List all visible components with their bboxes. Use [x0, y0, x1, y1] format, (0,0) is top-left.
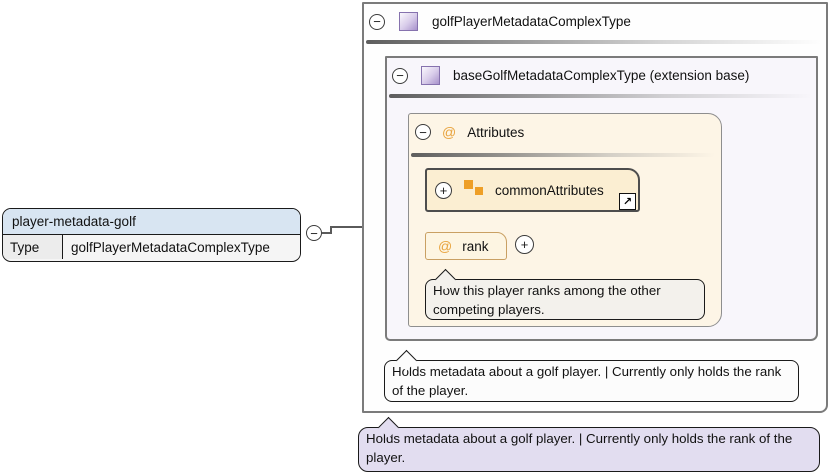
divider — [389, 94, 812, 98]
complextype-icon — [399, 12, 418, 31]
type-value: golfPlayerMetadataComplexType — [63, 235, 300, 259]
element-box-player-metadata-golf[interactable]: player-metadata-golf Type golfPlayerMeta… — [2, 208, 301, 262]
divider — [366, 40, 822, 44]
collapse-toggle-base-type[interactable]: − — [392, 67, 408, 84]
base-type-header: − baseGolfMetadataComplexType (extension… — [387, 58, 816, 85]
type-label: Type — [3, 235, 63, 259]
attribute-at-icon: @ — [442, 124, 457, 140]
rank-attribute-box[interactable]: @ rank — [425, 232, 507, 260]
goto-definition-icon[interactable]: ↗ — [619, 193, 636, 210]
base-type-annotation-callout: Holds metadata about a golf player. | Cu… — [384, 349, 799, 402]
attributes-box: − @ Attributes + commonAttributes ↗ @ — [408, 113, 722, 327]
element-name: player-metadata-golf — [3, 209, 300, 235]
outer-type-annotation-callout: Holds metadata about a golf player. | Cu… — [358, 416, 820, 472]
expand-toggle-rank[interactable]: + — [515, 235, 534, 254]
divider — [411, 153, 715, 157]
outer-type-annotation-text: Holds metadata about a golf player. | Cu… — [366, 431, 793, 465]
rank-doc-callout: How this player ranks among the other co… — [425, 268, 705, 320]
attribute-at-icon: @ — [438, 238, 453, 254]
base-type-annotation-text: Holds metadata about a golf player. | Cu… — [392, 364, 782, 398]
complextype-header: − golfPlayerMetadataComplexType — [364, 4, 826, 31]
attributes-header: − @ Attributes — [409, 114, 721, 140]
attributes-title: Attributes — [467, 124, 525, 140]
rank-label: rank — [462, 238, 489, 254]
rank-doc-text: How this player ranks among the other co… — [433, 283, 661, 317]
expand-toggle-common-attributes[interactable]: + — [435, 181, 452, 199]
complextype-icon — [421, 66, 440, 85]
common-attributes-box[interactable]: + commonAttributes ↗ — [425, 168, 640, 212]
collapse-toggle-attributes[interactable]: − — [415, 124, 431, 140]
base-type-box: − baseGolfMetadataComplexType (extension… — [385, 56, 818, 341]
collapse-toggle-complextype[interactable]: − — [369, 13, 385, 30]
collapse-toggle-element[interactable]: − — [306, 225, 322, 241]
common-attributes-label: commonAttributes — [495, 182, 604, 198]
attribute-group-icon — [464, 180, 483, 200]
complextype-title: golfPlayerMetadataComplexType — [432, 14, 631, 29]
complextype-box: − golfPlayerMetadataComplexType − baseGo… — [362, 2, 828, 413]
element-type-row: Type golfPlayerMetadataComplexType — [3, 235, 300, 259]
base-type-title: baseGolfMetadataComplexType (extension b… — [453, 68, 750, 83]
